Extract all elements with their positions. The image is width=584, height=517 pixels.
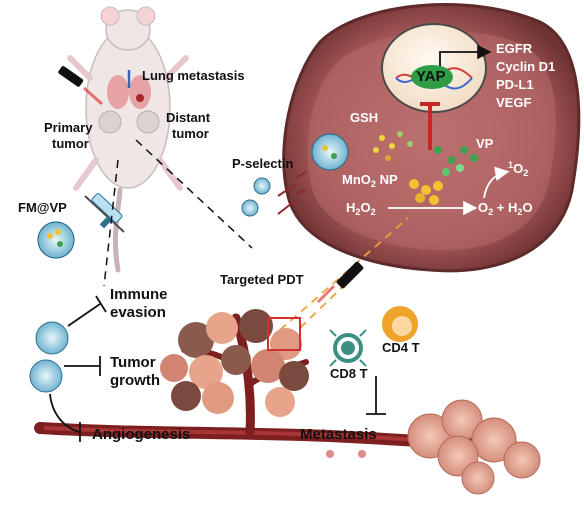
metastasis-cluster xyxy=(407,399,541,495)
cd4-t-cell xyxy=(382,306,418,342)
nucleus xyxy=(381,23,487,113)
mno2-dots xyxy=(409,179,443,205)
angiogenesis-label: Angiogenesis xyxy=(92,426,191,443)
primary-tumor-mass xyxy=(160,309,309,417)
mno2-np-label: MnO2 NP xyxy=(342,172,398,189)
cd4-t-label: CD4 T xyxy=(382,340,420,355)
pdt-flashlight-icon xyxy=(316,261,364,304)
immune-evasion-label-1: Immune xyxy=(110,286,168,303)
tumor-growth-label-1: Tumor xyxy=(110,354,156,371)
gsh-label: GSH xyxy=(350,110,379,125)
primary-tumor-label-2: tumor xyxy=(52,136,89,151)
lung-metastasis-label: Lung metastasis xyxy=(142,68,245,83)
cd8-t-label: CD8 T xyxy=(330,366,368,381)
yap-target-vegf: VEGF xyxy=(496,95,532,110)
distant-tumor-label-2: tumor xyxy=(172,126,209,141)
yap-gene-arrow xyxy=(439,44,492,66)
flashlight-icon xyxy=(58,66,103,106)
yap-label: YAP xyxy=(416,68,446,85)
immune-evasion-label-2: evasion xyxy=(110,304,166,321)
vp-label: VP xyxy=(476,136,494,151)
yap-target-cyclin-d1: Cyclin D1 xyxy=(496,59,556,74)
inhibition-lines xyxy=(49,295,386,442)
zoom-box xyxy=(267,317,301,351)
p-selectin-label: P-selectin xyxy=(232,156,294,171)
yap-target-list: EGFR Cyclin D1 PD-L1 VEGF xyxy=(496,40,555,112)
reaction-products-label: O2 + H2O xyxy=(478,200,533,217)
yap-target-egfr: EGFR xyxy=(496,41,533,56)
syringe-icon xyxy=(84,193,125,233)
targeted-pdt-label: Targeted PDT xyxy=(220,272,304,287)
fm-vp-nanoparticle xyxy=(37,221,75,259)
cd8-t-cell xyxy=(329,329,367,367)
h2o2-label: H2O2 xyxy=(346,200,376,217)
left-nanoparticles xyxy=(29,321,69,393)
fm-vp-label: FM@VP xyxy=(18,200,67,215)
vp-dots xyxy=(434,146,478,176)
vp-inhibits-yap xyxy=(420,102,440,150)
reaction-arrows xyxy=(388,166,510,216)
singlet-oxygen-label: 1O2 xyxy=(508,160,529,178)
mouse-illustration xyxy=(67,6,189,273)
gsh-dots xyxy=(373,131,413,161)
nanoparticle-binding xyxy=(241,133,349,217)
primary-tumor-label-1: Primary xyxy=(44,120,93,135)
tumor-growth-label-2: growth xyxy=(110,372,160,389)
distant-tumor-label-1: Distant xyxy=(166,110,211,125)
metastasis-label: Metastasis xyxy=(300,426,377,443)
yap-target-pd-l1: PD-L1 xyxy=(496,77,534,92)
